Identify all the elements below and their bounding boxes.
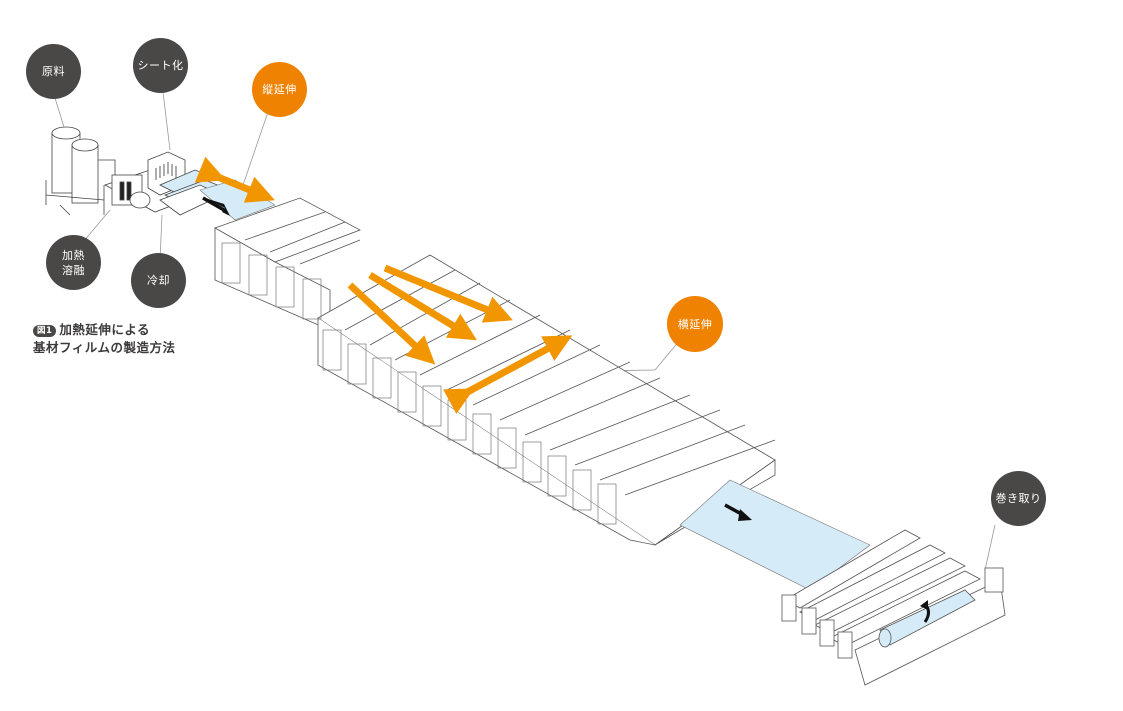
longitudinal-stretcher [214,197,361,331]
caption-line-2: 基材フィルムの製造方法 [33,340,176,355]
label-heat-melting-line2: 溶融 [62,263,85,277]
label-cooling-text: 冷却 [147,274,170,287]
silos [45,126,116,216]
label-raw-material: 原料 [26,44,81,99]
label-longitudinal-stretch-text: 縦延伸 [262,83,297,96]
flow-arrow-2-head [738,509,752,521]
label-sheet-forming: シート化 [133,38,188,93]
label-winding-text: 巻き取り [995,492,1042,505]
winder [781,529,1006,686]
label-cooling: 冷却 [131,253,186,308]
label-longitudinal-stretch: 縦延伸 [252,62,307,117]
winding-arrow-head [920,600,928,610]
label-transverse-stretch: 横延伸 [667,296,723,352]
caption-text-1: 加熱延伸による [59,322,151,337]
extruder-machine [103,151,227,216]
figure-badge: 図1 [33,325,57,337]
label-raw-material-text: 原料 [42,65,65,78]
label-transverse-stretch-text: 横延伸 [677,317,713,331]
label-winding: 巻き取り [991,471,1046,526]
stretch-arrows [194,156,573,414]
flow-arrow-1 [205,198,230,216]
label-heat-melting: 加熱 溶融 [46,235,101,290]
label-heat-melting-line1: 加熱 [62,248,85,262]
label-sheet-forming-text: シート化 [137,59,184,72]
